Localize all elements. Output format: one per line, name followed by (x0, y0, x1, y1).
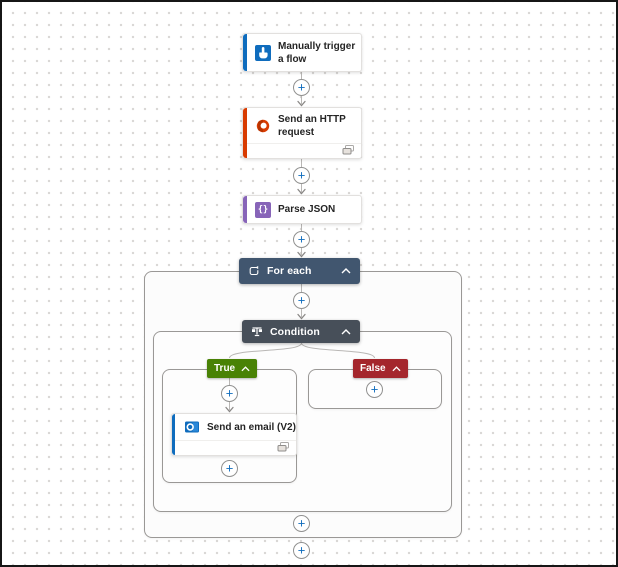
scope-header-label: For each (267, 265, 312, 277)
insert-step-button-inside-for-each[interactable]: + (293, 291, 310, 309)
card-footer (243, 143, 361, 158)
office-icon (255, 118, 271, 134)
card-label: Manually trigger a flow (278, 40, 356, 65)
action-card-send-an-email-v2[interactable]: Send an email (V2) (171, 413, 297, 456)
branch-label: True (214, 363, 236, 374)
chevron-up-icon[interactable] (241, 365, 250, 372)
hand-tap-icon (255, 44, 271, 61)
braces-icon: {} (255, 201, 271, 218)
connection-icon[interactable] (277, 439, 290, 457)
card-accent-bar (243, 108, 247, 158)
balance-icon (251, 326, 263, 337)
for-each-scope-header[interactable]: For each (239, 258, 360, 284)
condition-scope-header[interactable]: Condition (242, 320, 360, 343)
chevron-up-icon[interactable] (392, 365, 401, 372)
insert-step-button-after-for-each[interactable]: + (293, 541, 310, 559)
loop-icon (248, 265, 260, 277)
chevron-up-icon[interactable] (341, 328, 351, 335)
insert-step-button-after-send-email[interactable]: + (221, 459, 238, 477)
action-card-parse-json[interactable]: {} Parse JSON (242, 195, 362, 224)
action-card-send-http-request[interactable]: Send an HTTP request (242, 107, 362, 159)
insert-step-button-after-trigger[interactable]: + (293, 78, 310, 96)
branch-label: False (360, 363, 386, 374)
insert-step-button-false-branch[interactable]: + (366, 380, 383, 398)
insert-step-button-after-parse-json[interactable]: + (293, 230, 310, 248)
card-accent-bar (243, 196, 247, 223)
card-label: Send an email (V2) (207, 421, 296, 433)
true-branch-badge[interactable]: True (207, 359, 258, 378)
connection-icon[interactable] (342, 142, 355, 160)
scope-header-label: Condition (270, 325, 320, 338)
card-label: Parse JSON (278, 204, 336, 215)
trigger-card-manually-trigger-a-flow[interactable]: Manually trigger a flow (242, 33, 362, 72)
card-label: Send an HTTP request (278, 113, 346, 138)
card-accent-bar (172, 414, 175, 455)
chevron-up-icon[interactable] (341, 268, 351, 274)
outlook-icon (184, 419, 200, 435)
false-branch-badge[interactable]: False (353, 359, 408, 378)
insert-step-button-after-http[interactable]: + (293, 166, 310, 184)
card-accent-bar (243, 34, 247, 71)
insert-step-button-after-condition[interactable]: + (293, 514, 310, 532)
insert-step-button-true-branch[interactable]: + (221, 384, 238, 402)
card-footer (172, 440, 296, 455)
